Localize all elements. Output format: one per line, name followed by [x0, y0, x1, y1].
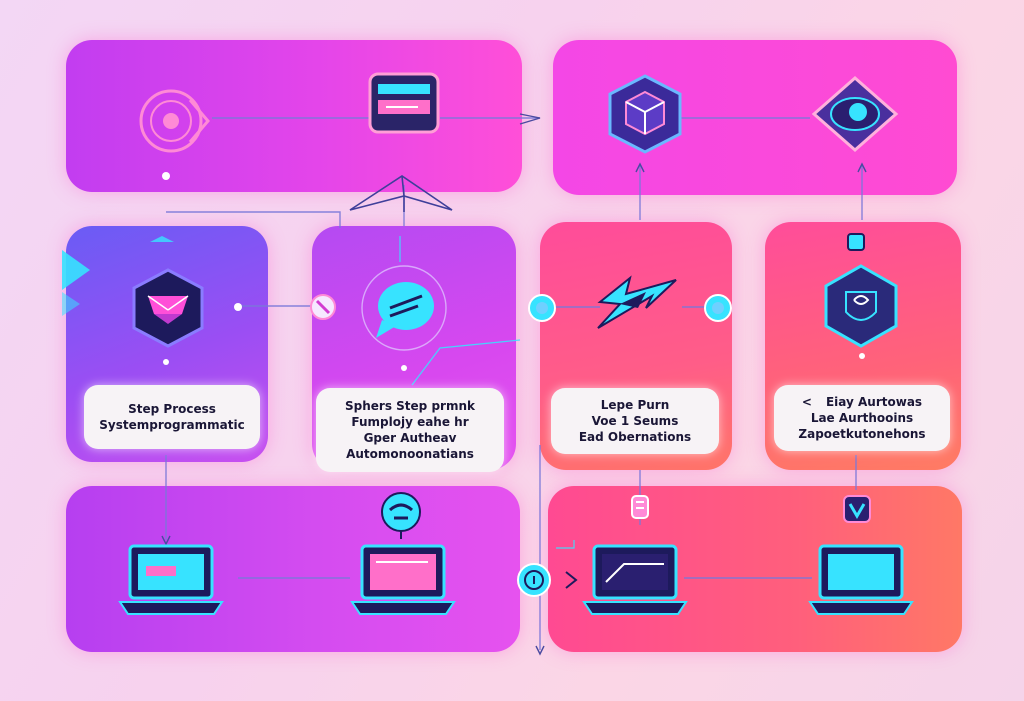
card-line: Eiay Aurtowas [825, 395, 923, 409]
gear-circle-icon [139, 89, 210, 153]
card-line: Lae Aurthooins [810, 411, 914, 425]
lightning-icon [597, 275, 677, 329]
node-left-icon [528, 294, 556, 322]
chat-bubble-icon [361, 265, 447, 351]
card-line: Gper Autheav [363, 431, 457, 445]
arrow-right-icon [565, 571, 578, 589]
node-right-icon [704, 294, 732, 322]
layered-hex-icon [132, 268, 204, 348]
shield-hex-icon [824, 264, 898, 348]
square-node-icon [847, 233, 865, 251]
checkmark-icon [843, 495, 871, 523]
card-line: Sphers Step prmnk [345, 399, 475, 413]
laptop-icon [350, 544, 456, 615]
step-card-2: Sphers Step prmnk Fumplojy eahe hr Gper … [316, 388, 504, 472]
eye-hex-icon [811, 76, 899, 152]
monitor-icon [368, 72, 440, 134]
card-line: Automonoonatians [346, 447, 474, 461]
card-line: Step Process [128, 402, 216, 416]
step-card-3: Lepe Purn Voe 1 Seums Ead Obernations [551, 388, 719, 454]
link-node-icon [310, 294, 336, 320]
card-first-row: < Eiay Aurtowas [774, 394, 950, 410]
laptop-icon [582, 544, 688, 615]
plug-icon [631, 495, 649, 519]
card-line: Systemprogrammatic [99, 418, 245, 432]
laptop-icon [808, 544, 914, 615]
face-bubble-icon [381, 492, 421, 539]
card-line: Zapoetkutonehons [798, 427, 926, 441]
step-card-4: < Eiay Aurtowas Lae Aurthooins Zapoetkut… [774, 385, 950, 451]
card-line: Ead Obernations [578, 430, 692, 444]
cube-hex-icon [608, 74, 682, 154]
step-card-1: Step Process Systemprogrammatic [84, 385, 260, 449]
laptop-icon [118, 544, 224, 615]
back-chevron-icon: < [801, 395, 812, 409]
card-line: Fumplojy eahe hr [351, 415, 469, 429]
card-line: Lepe Purn [600, 398, 670, 412]
card-line: Voe 1 Seums [591, 414, 679, 428]
info-node-icon [517, 563, 551, 597]
